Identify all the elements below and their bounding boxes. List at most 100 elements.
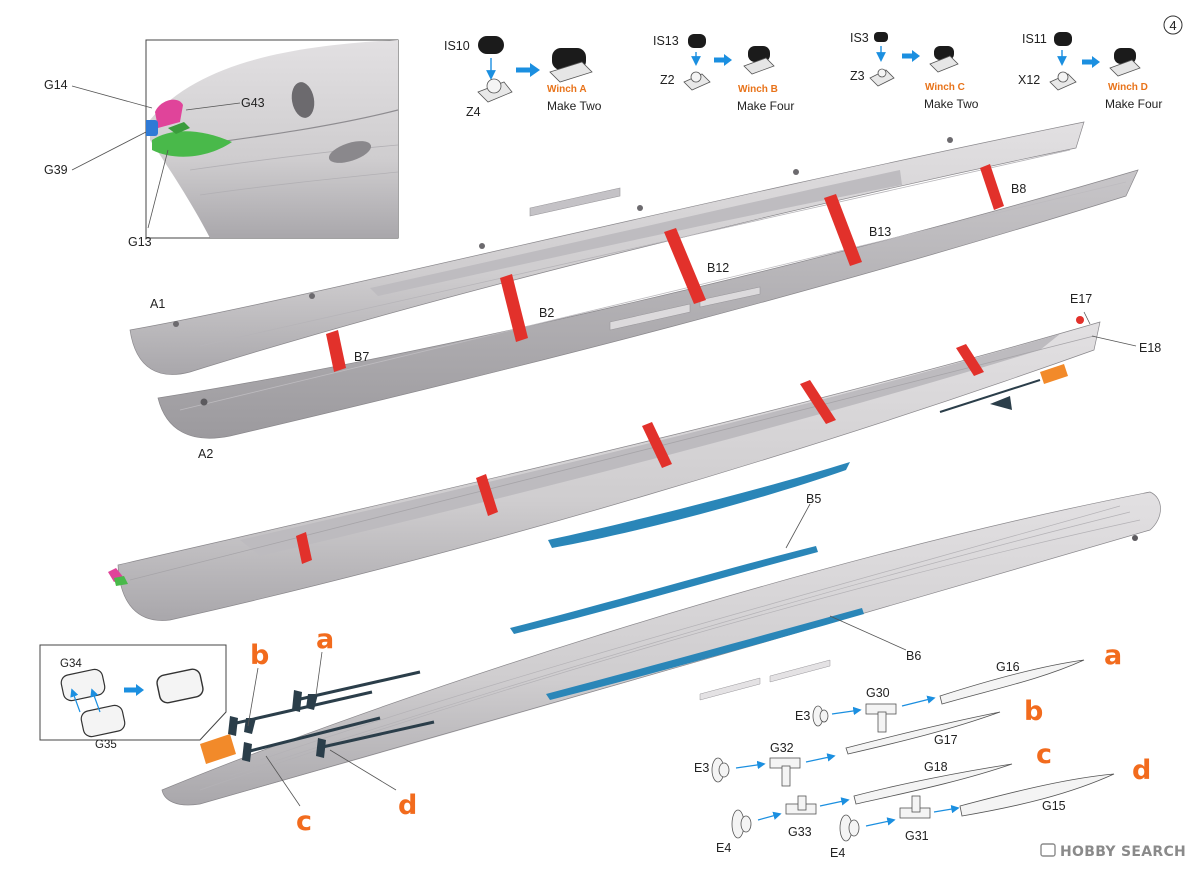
winch-a-group: IS10 Z4 Winch A Make Two bbox=[444, 36, 602, 119]
shaft-assembly-d: E4 G33 G15 d bbox=[716, 755, 1151, 855]
label-b13: B13 bbox=[869, 225, 891, 239]
label-is10: IS10 bbox=[444, 39, 470, 53]
winch-name: Winch A bbox=[547, 84, 587, 95]
watermark: HOBBY SEARCH bbox=[1040, 843, 1186, 860]
bow-detail-inset: G14 G43 G39 G13 bbox=[44, 39, 399, 249]
bulkhead-mid-3 bbox=[642, 422, 672, 468]
shaft-b-installed bbox=[228, 690, 373, 736]
shaft-assembly-c: E3 G32 G18 c bbox=[694, 739, 1052, 805]
label-is3: IS3 bbox=[850, 31, 869, 45]
shaft-assembly-b: E3 G30 G17 b bbox=[795, 686, 1043, 755]
svg-text:4: 4 bbox=[1169, 18, 1176, 33]
shaft-c-installed bbox=[242, 716, 381, 762]
label-g30: G30 bbox=[866, 686, 890, 700]
propeller-part bbox=[839, 814, 860, 842]
shaft-letter-d-parts: d bbox=[1132, 755, 1151, 786]
label-e4: E4 bbox=[830, 846, 845, 860]
shaft-letter-a: a bbox=[316, 624, 334, 655]
winch-d-group: IS11 X12 Winch D Make Four bbox=[1018, 32, 1162, 111]
bulkhead-b2 bbox=[500, 274, 528, 342]
winch-name: Winch B bbox=[738, 84, 778, 95]
label-z3: Z3 bbox=[850, 69, 865, 83]
label-e4: E4 bbox=[716, 841, 731, 855]
label-e3: E3 bbox=[795, 709, 810, 723]
label-z4: Z4 bbox=[466, 105, 481, 119]
propeller-part bbox=[711, 757, 730, 783]
winch-b-group: IS13 Z2 Winch B Make Four bbox=[653, 34, 794, 113]
label-g13: G13 bbox=[128, 235, 152, 249]
bulkhead-mid-2 bbox=[476, 474, 498, 516]
svg-text:HOBBY SEARCH: HOBBY SEARCH bbox=[1060, 844, 1186, 860]
label-b12: B12 bbox=[707, 261, 729, 275]
label-b8: B8 bbox=[1011, 182, 1026, 196]
shaft-letter-d: d bbox=[398, 790, 417, 821]
label-x12: X12 bbox=[1018, 73, 1040, 87]
winch-qty: Make Two bbox=[924, 97, 979, 111]
label-b7: B7 bbox=[354, 350, 369, 364]
bulkhead-b13 bbox=[824, 194, 862, 266]
rudder-part bbox=[200, 734, 236, 764]
label-is11: IS11 bbox=[1022, 32, 1047, 46]
label-g35: G35 bbox=[95, 739, 117, 751]
winch-qty: Make Four bbox=[1105, 97, 1162, 111]
winch-qty: Make Four bbox=[737, 99, 794, 113]
bracket-part bbox=[785, 795, 817, 815]
label-g17: G17 bbox=[934, 733, 958, 747]
winch-name: Winch D bbox=[1108, 82, 1148, 93]
shaft-letter-c: c bbox=[296, 806, 312, 837]
label-a1: A1 bbox=[150, 297, 165, 311]
label-e3: E3 bbox=[694, 761, 709, 775]
label-g15: G15 bbox=[1042, 799, 1066, 813]
hull-half-a2 bbox=[157, 169, 1139, 439]
bulkhead-mid-1 bbox=[296, 532, 312, 564]
label-b2: B2 bbox=[539, 306, 554, 320]
bulkhead-b12 bbox=[664, 228, 706, 304]
propeller-part bbox=[812, 705, 829, 727]
shaft-assembly-a: G16 a bbox=[939, 640, 1122, 705]
shaft-d-installed bbox=[316, 720, 435, 758]
shaft-assembly-e: E4 G31 bbox=[830, 795, 960, 860]
bracket-part bbox=[769, 757, 801, 787]
label-g34: G34 bbox=[60, 658, 82, 670]
label-b5: B5 bbox=[806, 492, 821, 506]
label-g16: G16 bbox=[996, 660, 1020, 674]
winch-base-part bbox=[477, 78, 513, 103]
shaft-a-installed bbox=[292, 670, 421, 712]
label-g32: G32 bbox=[770, 741, 794, 755]
label-is13: IS13 bbox=[653, 34, 679, 48]
shaft-letter-c-parts: c bbox=[1036, 739, 1052, 770]
bracket-part bbox=[899, 795, 931, 819]
hull-half-a1 bbox=[129, 121, 1085, 375]
label-e18: E18 bbox=[1139, 341, 1161, 355]
keel-plate-b6 bbox=[546, 608, 864, 700]
propeller-part bbox=[731, 809, 752, 839]
shaft-letter-a-parts: a bbox=[1104, 640, 1122, 671]
bulkhead-mid-4 bbox=[800, 380, 836, 424]
label-e17: E17 bbox=[1070, 292, 1092, 306]
hull-assembled bbox=[108, 316, 1101, 621]
bracket-part bbox=[865, 703, 897, 733]
label-a2: A2 bbox=[198, 447, 213, 461]
bulkhead-mid-5 bbox=[956, 344, 984, 376]
label-b6: B6 bbox=[906, 649, 921, 663]
step-number-badge: 4 bbox=[1163, 15, 1183, 35]
bulkhead-b7 bbox=[326, 330, 346, 372]
winch-row: IS10 Z4 Winch A Make Two IS13 Z2 bbox=[444, 31, 1162, 119]
label-g33: G33 bbox=[788, 825, 812, 839]
winch-c-group: IS3 Z3 Winch C Make Two bbox=[850, 31, 979, 111]
label-g31: G31 bbox=[905, 829, 929, 843]
keel-plate-b5 bbox=[510, 546, 818, 634]
winch-qty: Make Two bbox=[547, 99, 602, 113]
winch-name: Winch C bbox=[925, 82, 965, 93]
shaft-letter-b-parts: b bbox=[1024, 696, 1043, 727]
label-g18: G18 bbox=[924, 760, 948, 774]
window-detail-inset: G34 G35 bbox=[39, 644, 227, 751]
winch-assembled bbox=[549, 48, 593, 83]
winch-drum-part bbox=[478, 36, 504, 54]
label-g43: G43 bbox=[241, 96, 265, 110]
label-z2: Z2 bbox=[660, 73, 675, 87]
label-g14: G14 bbox=[44, 78, 68, 92]
bulkhead-b8 bbox=[980, 164, 1004, 210]
label-g39: G39 bbox=[44, 163, 68, 177]
